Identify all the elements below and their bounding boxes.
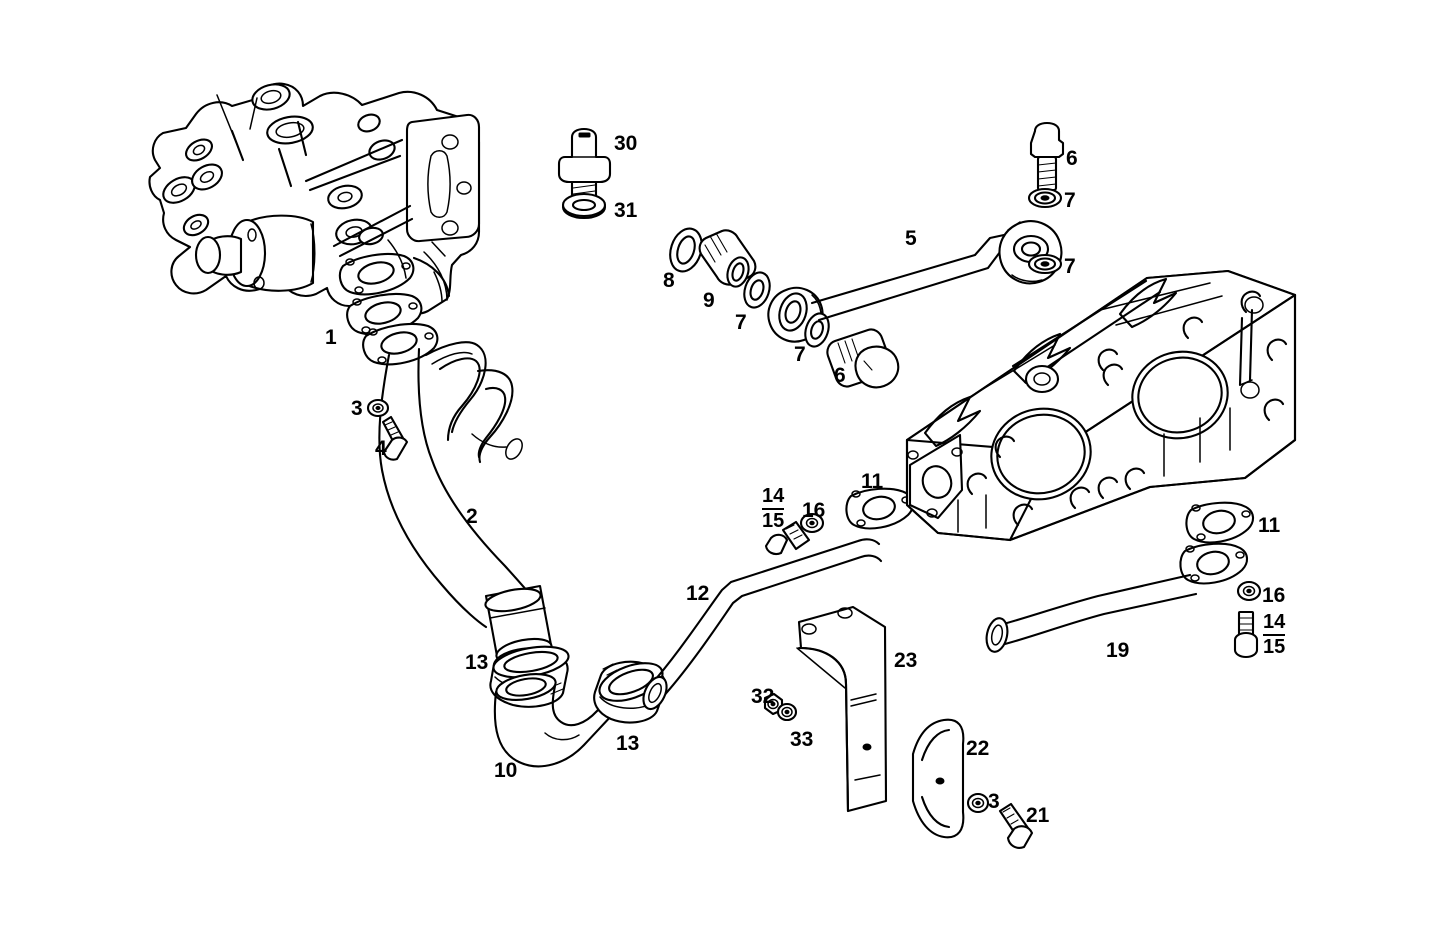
callout-30: 30 [614,132,638,155]
callout-13-upper: 13 [465,651,489,674]
clamp-bracket-22 [911,718,965,839]
callout-6-lower: 6 [834,364,846,387]
callout-8: 8 [663,269,675,292]
callout-7-upper: 7 [1064,189,1076,212]
callout-21: 21 [1026,804,1050,827]
callout-3-upper: 3 [351,397,363,420]
callout-9: 9 [703,289,715,312]
callout-3-lower: 3 [988,790,1000,813]
callout-12: 12 [686,582,710,605]
washer-3-lower [966,792,990,814]
callout-16-right: 16 [1262,584,1286,607]
callout-15-center: 15 [762,510,785,532]
callout-14-15-right: 14 15 [1263,612,1286,658]
support-bracket-23 [796,605,888,813]
callout-5: 5 [905,227,917,250]
callout-15-right: 15 [1263,636,1286,658]
main-coolant-pipe-2 [362,323,553,665]
callout-14-center: 14 [762,486,785,510]
callout-11-center: 11 [861,470,884,493]
sealing-ring-31 [561,192,607,220]
callout-10: 10 [494,759,518,782]
callout-4: 4 [375,437,387,460]
callout-23: 23 [894,649,918,672]
callout-32: 32 [751,685,775,708]
callout-2: 2 [466,505,478,528]
bolt-21 [998,802,1034,849]
callout-7-fourth: 7 [794,343,806,366]
callout-11-right: 11 [1258,514,1281,537]
callout-1: 1 [325,326,337,349]
callout-13-lower: 13 [616,732,640,755]
washer-33 [776,702,798,722]
callout-19: 19 [1106,639,1130,662]
water-pump-housing [148,82,481,315]
callout-7-second: 7 [1064,255,1076,278]
callout-14-right: 14 [1263,612,1286,636]
oil-line-assembly [669,121,1065,389]
callout-33: 33 [790,728,814,751]
callout-22: 22 [966,737,990,760]
callout-31: 31 [614,199,638,222]
callout-7-third: 7 [735,311,747,334]
flange-gasket-11-lower [1179,542,1249,585]
callout-6-upper: 6 [1066,147,1078,170]
right-coolant-pipe-19 [985,573,1262,659]
callout-16-center: 16 [802,499,826,522]
flange-gasket-11-upper [1185,501,1255,544]
cylinder-head-block [905,269,1297,542]
coolant-return-pipe-12 [642,487,915,711]
callout-14-15-center: 14 15 [762,486,785,532]
